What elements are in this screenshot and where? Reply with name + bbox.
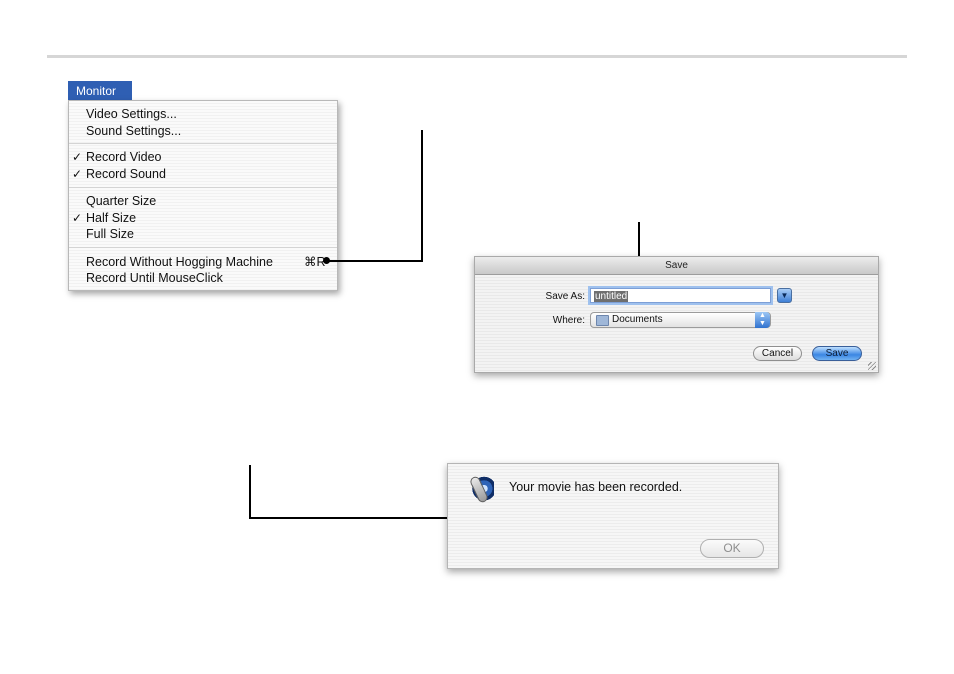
checkmark-icon: ✓ <box>72 166 84 182</box>
menu-item-shortcut: ⌘R <box>304 254 326 270</box>
save-as-value: untitled <box>594 291 628 302</box>
menu-item-label: Sound Settings... <box>86 123 181 139</box>
alert-dialog: Your movie has been recorded. OK <box>447 463 779 569</box>
menu-item-label: Half Size <box>86 210 136 226</box>
where-popup[interactable]: Documents ▲▼ <box>590 312 771 328</box>
menu-item-record-video[interactable]: ✓ Record Video <box>69 149 337 165</box>
quicktime-app-icon <box>472 476 494 504</box>
menu-separator <box>69 247 337 248</box>
callout-line <box>421 130 423 262</box>
disclosure-arrow-icon: ▼ <box>781 291 789 300</box>
menu-item-full-size[interactable]: Full Size <box>69 226 337 242</box>
menu-item-record-without-hogging[interactable]: Record Without Hogging Machine ⌘R <box>69 254 337 270</box>
menu-separator <box>69 143 337 144</box>
monitor-menu: Video Settings... Sound Settings... ✓ Re… <box>68 100 338 291</box>
callout-line <box>249 517 462 519</box>
cancel-button[interactable]: Cancel <box>753 346 802 361</box>
menu-item-sound-settings[interactable]: Sound Settings... <box>69 123 337 139</box>
save-button[interactable]: Save <box>812 346 862 361</box>
ok-button[interactable]: OK <box>700 539 764 558</box>
menu-item-label: Record Until MouseClick <box>86 270 223 286</box>
callout-line <box>326 260 423 262</box>
save-dialog-title: Save <box>475 257 878 275</box>
callout-line <box>249 465 251 519</box>
popup-arrows-icon: ▲▼ <box>755 312 770 328</box>
menu-item-label: Quarter Size <box>86 193 156 209</box>
checkmark-icon: ✓ <box>72 210 84 226</box>
menu-item-label: Full Size <box>86 226 134 242</box>
menu-title-monitor[interactable]: Monitor <box>68 81 132 101</box>
resize-grip-icon[interactable] <box>868 362 876 370</box>
expand-button[interactable]: ▼ <box>777 288 792 303</box>
menu-item-video-settings[interactable]: Video Settings... <box>69 106 337 122</box>
menu-item-label: Record Video <box>86 149 162 165</box>
menu-item-label: Video Settings... <box>86 106 177 122</box>
menu-separator <box>69 187 337 188</box>
menu-item-half-size[interactable]: ✓ Half Size <box>69 210 337 226</box>
menu-item-record-until-mouseclick[interactable]: Record Until MouseClick <box>69 270 337 286</box>
save-dialog: Save Save As: untitled ▼ Where: Document… <box>474 256 879 373</box>
callout-dot <box>323 257 330 264</box>
menu-item-quarter-size[interactable]: Quarter Size <box>69 193 337 209</box>
alert-message: Your movie has been recorded. <box>509 480 682 494</box>
where-label: Where: <box>515 315 585 326</box>
checkmark-icon: ✓ <box>72 149 84 165</box>
folder-icon <box>596 315 609 326</box>
menu-item-label: Record Sound <box>86 166 166 182</box>
save-as-label: Save As: <box>515 291 585 302</box>
menu-item-label: Record Without Hogging Machine <box>86 254 273 270</box>
save-as-field[interactable]: untitled <box>590 288 771 303</box>
where-value: Documents <box>612 313 663 327</box>
top-rule <box>47 55 907 58</box>
menu-item-record-sound[interactable]: ✓ Record Sound <box>69 166 337 182</box>
